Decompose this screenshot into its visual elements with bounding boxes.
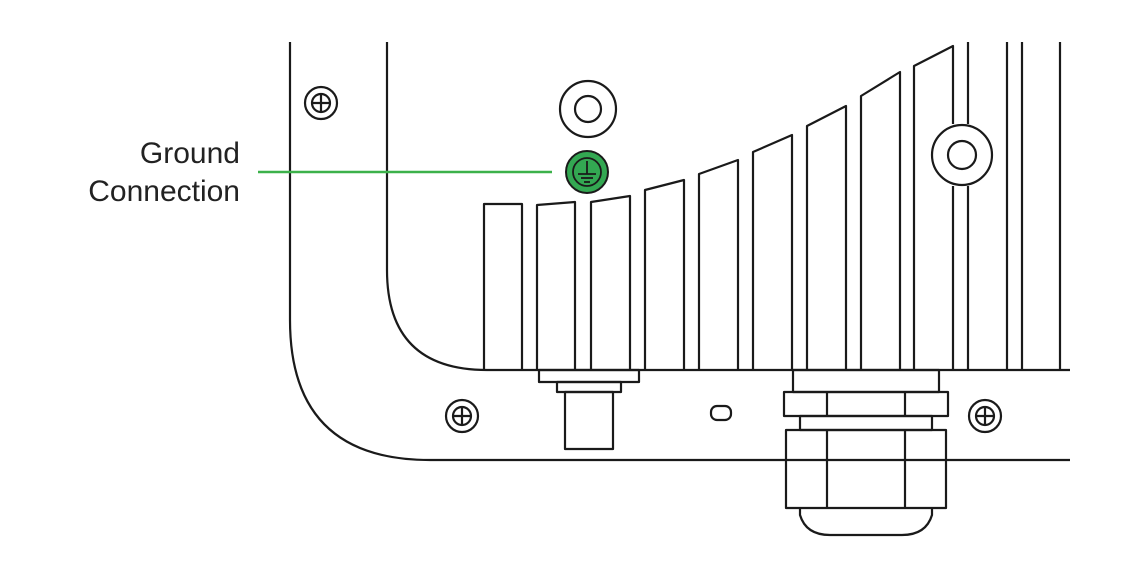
small-connector [537, 368, 641, 451]
callout-label-connection: Connection [88, 175, 240, 208]
fin [482, 202, 524, 370]
fin [643, 178, 686, 370]
screw-icon [303, 85, 339, 121]
fin [1020, 42, 1062, 370]
screw-icon [967, 398, 1003, 434]
mounting-hole-icon [930, 123, 994, 187]
fin [697, 158, 740, 370]
housing-outer-outline [288, 42, 1070, 462]
fin [966, 42, 1009, 370]
screw-icon [444, 398, 480, 434]
mounting-hole-icon [558, 79, 618, 139]
fin [751, 133, 794, 370]
fin [805, 104, 848, 370]
heat-sink-fins [482, 42, 1062, 370]
fin [859, 70, 902, 370]
cable-gland [782, 368, 950, 537]
vent-slot [709, 404, 733, 422]
callout-label-ground: Ground [139, 137, 240, 170]
housing-inner-outline [385, 42, 1070, 372]
fin [535, 200, 577, 370]
fin [912, 44, 955, 370]
ground-symbol-icon [565, 150, 609, 194]
fin [589, 194, 632, 370]
